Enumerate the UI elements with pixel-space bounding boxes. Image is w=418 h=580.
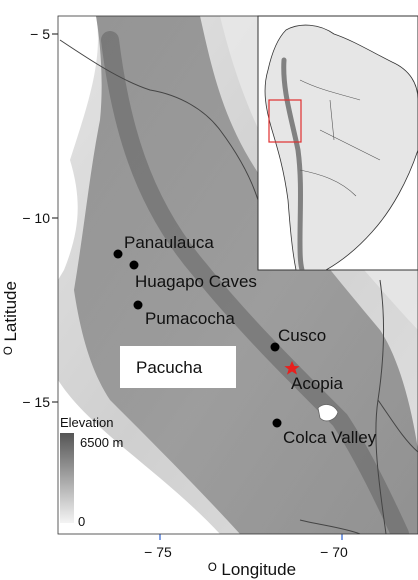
x-tick-label: − 75 (144, 544, 172, 560)
elevation-legend: Elevation 6500 m 0 (60, 415, 123, 529)
country-border (59, 39, 259, 201)
pacucha-callout: Pacucha (120, 346, 236, 388)
y-axis: − 5 − 10 − 15 ᴼ Latitude (1, 26, 58, 410)
site-marker-panaulauca (113, 249, 123, 259)
site-label-colca: Colca Valley (283, 428, 377, 447)
inset-map (257, 15, 418, 271)
country-border (299, 519, 361, 534)
legend-max: 6500 m (80, 435, 123, 450)
site-label-acopia: Acopia (291, 374, 344, 393)
site-label-pumacocha: Pumacocha (145, 309, 235, 328)
country-border (377, 399, 418, 453)
y-tick-label: − 15 (22, 394, 50, 410)
x-axis: − 75 − 70 ᴼ Longitude (144, 534, 348, 579)
andes-ridge (101, 31, 409, 534)
ocean (58, 380, 220, 534)
x-tick-label: − 70 (320, 544, 348, 560)
site-markers: Panaulauca Huagapo Caves Pumacocha Cusco… (113, 233, 377, 447)
site-marker-colca (272, 418, 282, 428)
site-label-panaulauca: Panaulauca (124, 233, 214, 252)
site-label-huagapo: Huagapo Caves (135, 272, 257, 291)
y-tick-label: − 10 (22, 210, 50, 226)
legend-min: 0 (78, 514, 85, 529)
ocean (58, 16, 98, 280)
y-axis-title: ᴼ Latitude (1, 281, 20, 355)
site-marker-cusco (270, 342, 280, 352)
lake (317, 404, 339, 422)
pacucha-label: Pacucha (136, 358, 203, 377)
star-marker-acopia (284, 361, 300, 375)
legend-title: Elevation (60, 415, 113, 430)
site-marker-pumacocha (133, 300, 143, 310)
inset-border (299, 79, 381, 197)
inset-andes (281, 57, 305, 270)
study-area-box (268, 99, 302, 143)
x-axis-title: ᴼ Longitude (208, 560, 296, 579)
map-frame (57, 15, 418, 535)
legend-colorbar (60, 433, 74, 523)
y-tick-label: − 5 (30, 26, 50, 42)
site-marker-huagapo (129, 260, 139, 270)
south-america-outline (264, 24, 418, 270)
site-label-cusco: Cusco (278, 326, 326, 345)
